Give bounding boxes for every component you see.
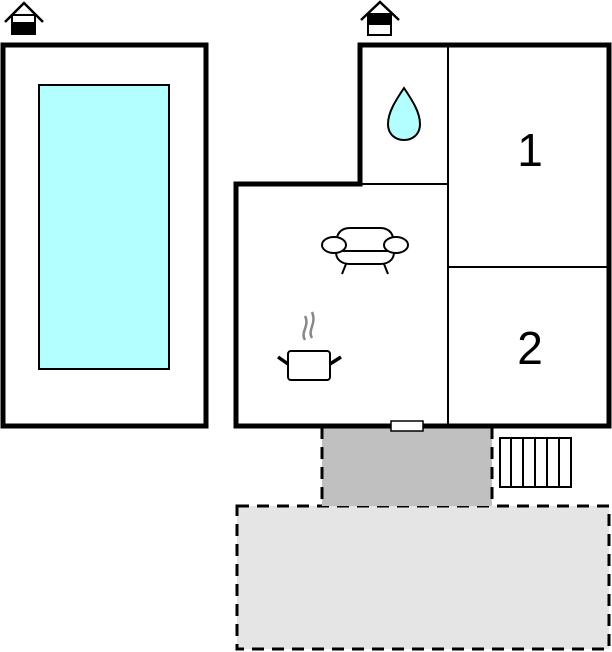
stairs: [499, 437, 572, 488]
bedroom-1-label: 1: [517, 124, 543, 176]
front-door: [390, 420, 424, 432]
cooking-pot-icon: [276, 311, 342, 381]
sofa-icon: [321, 227, 409, 275]
terrace-border: [320, 427, 494, 506]
water-drop-icon: [386, 86, 422, 142]
main-building: [233, 42, 612, 429]
house-entrance-icon: [4, 1, 44, 35]
swimming-pool: [38, 84, 170, 370]
bedroom-2-label: 2: [517, 322, 543, 374]
house-entrance-icon: [360, 0, 400, 36]
pool-building: [0, 42, 209, 429]
outdoor-area: [235, 504, 611, 651]
terrace: [322, 427, 492, 506]
